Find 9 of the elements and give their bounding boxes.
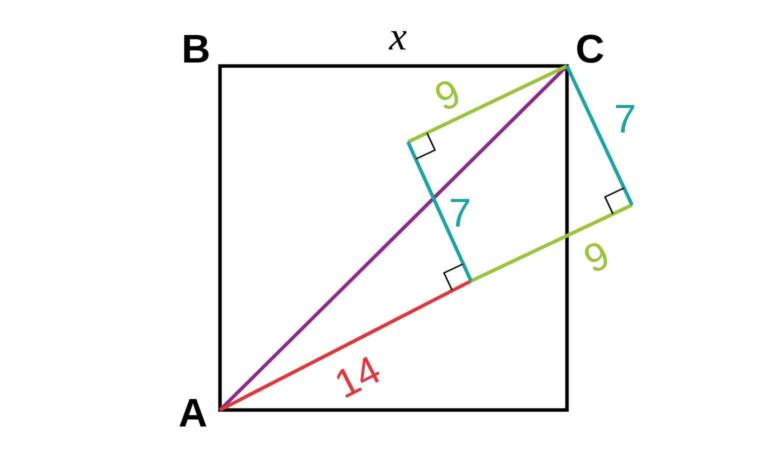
length-label: 7 (614, 98, 636, 142)
vertex-label: A (178, 392, 208, 436)
length-label: 14 (328, 348, 388, 408)
length-label: 9 (577, 232, 617, 284)
vertex-label: C (576, 28, 604, 72)
length-label: 7 (448, 192, 472, 236)
side-label: x (389, 12, 407, 60)
vertex-label: B (182, 28, 210, 72)
length-label: 9 (428, 70, 468, 122)
